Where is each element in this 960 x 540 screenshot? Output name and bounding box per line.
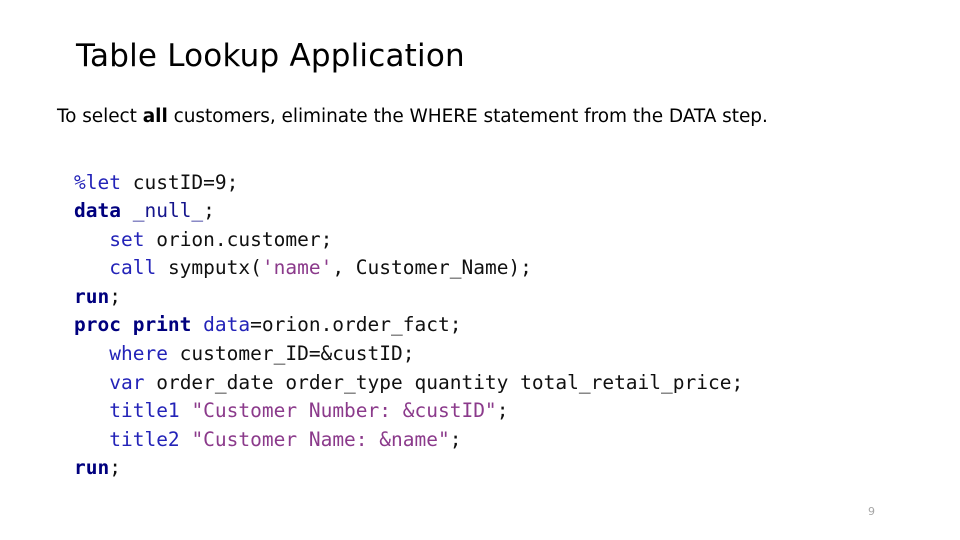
code-token: customer_ID=&custID;	[167, 342, 415, 366]
code-line: set orion.customer;	[74, 226, 743, 255]
code-token	[191, 313, 203, 336]
code-token: order_date order_type quantity total_ret…	[144, 370, 744, 394]
body-sentence-part2: customers, eliminate the WHERE statement…	[167, 105, 768, 127]
code-block: %let custID=9;data _null_; set orion.cus…	[74, 169, 743, 484]
code-line: var order_date order_type quantity total…	[74, 369, 743, 398]
code-line: where customer_ID=&custID;	[74, 340, 743, 369]
code-token: title1	[109, 399, 180, 423]
code-line: run;	[74, 454, 743, 483]
body-sentence-part1: To select	[57, 105, 143, 127]
code-token: proc print	[74, 313, 192, 337]
code-token: %let	[74, 170, 121, 194]
code-token	[121, 199, 133, 222]
code-indent	[74, 428, 109, 451]
code-token	[180, 428, 192, 451]
code-token: orion.customer;	[144, 227, 333, 251]
code-line: call symputx('name', Customer_Name);	[74, 254, 743, 283]
code-token: title2	[109, 427, 180, 451]
code-token: =orion.order_fact;	[250, 313, 462, 337]
code-token: "Customer Name: &name"	[191, 427, 450, 451]
code-token: call	[109, 256, 157, 280]
code-token: set	[109, 227, 145, 251]
code-token: ;	[496, 399, 509, 423]
code-token: ;	[109, 284, 121, 308]
code-indent	[74, 256, 109, 279]
code-line: title1 "Customer Number: &custID";	[74, 397, 743, 426]
code-token: ;	[449, 427, 462, 451]
page-title: Table Lookup Application	[76, 37, 465, 74]
code-token: , Customer_Name);	[332, 256, 532, 280]
code-token: data	[74, 199, 121, 223]
code-token: "Customer Number: &custID"	[191, 399, 497, 423]
code-token: data	[203, 313, 251, 337]
code-indent	[74, 342, 109, 365]
code-indent	[74, 371, 109, 394]
page-number: 9	[868, 505, 875, 518]
code-line: data _null_;	[74, 197, 743, 226]
code-token: ;	[109, 456, 121, 480]
code-token	[180, 399, 192, 422]
body-sentence: To select all customers, eliminate the W…	[57, 106, 768, 127]
code-line: %let custID=9;	[74, 169, 743, 198]
code-line: run;	[74, 283, 743, 312]
code-token: run	[74, 456, 110, 480]
code-indent	[74, 228, 109, 251]
code-token: symputx(	[156, 256, 262, 280]
code-line: title2 "Customer Name: &name";	[74, 426, 743, 455]
code-token: run	[74, 284, 110, 308]
code-token: custID=9;	[120, 170, 239, 194]
body-sentence-emphasis: all	[142, 105, 168, 127]
code-token: where	[109, 342, 168, 366]
code-token: _null_	[132, 199, 204, 223]
code-line: proc print data=orion.order_fact;	[74, 311, 743, 340]
code-token: 'name'	[261, 256, 333, 280]
code-indent	[74, 399, 109, 422]
code-token: ;	[203, 199, 215, 223]
code-token: var	[109, 370, 145, 394]
